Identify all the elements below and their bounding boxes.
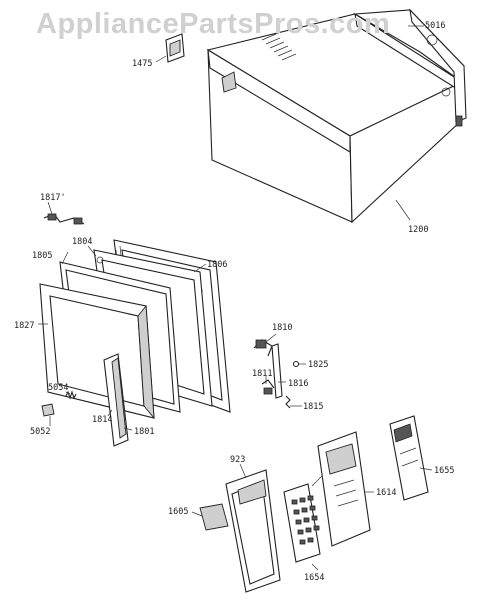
label-1654: 1654 <box>304 573 324 583</box>
label-1827: 1827 <box>14 321 34 331</box>
label-1614: 1614 <box>376 488 396 498</box>
label-1817: 1817' <box>40 193 66 203</box>
label-1816: 1816 <box>288 379 308 389</box>
label-1814: 1814 <box>92 415 112 425</box>
label-5052: 5052 <box>30 427 50 437</box>
label-1804: 1804 <box>72 237 92 247</box>
label-1825: 1825 <box>308 360 328 370</box>
label-1605: 1605 <box>168 507 188 517</box>
control-board-part[interactable] <box>317 431 371 547</box>
label-1815: 1815 <box>303 402 323 412</box>
back-panel-part[interactable] <box>353 8 467 127</box>
label-1811: 1811 <box>252 369 272 379</box>
label-923: 923 <box>230 455 245 465</box>
keypad-part[interactable] <box>283 469 331 563</box>
label-1475: 1475 <box>132 59 152 69</box>
spring-part-1815[interactable] <box>285 395 291 409</box>
watermark: AppliancePartsPros.com <box>36 8 391 40</box>
hinge-part-1817[interactable] <box>43 213 85 225</box>
switch-part-1811[interactable] <box>261 379 275 395</box>
door-handle-part[interactable] <box>103 353 129 447</box>
bracket-part-1475[interactable] <box>165 33 185 63</box>
label-5016: 5016 <box>425 21 445 31</box>
part-labels: 5016 1475 1200 1817' 1804 1805 1806 1827… <box>14 21 454 583</box>
outer-case-part[interactable] <box>206 12 464 224</box>
interlock-bar-1816[interactable] <box>271 343 283 399</box>
label-1655: 1655 <box>434 466 454 476</box>
label-5054: 5054 <box>48 383 68 393</box>
leader-lines <box>38 25 433 571</box>
display-window-part[interactable] <box>199 503 229 531</box>
latch-part-5052[interactable] <box>41 403 55 417</box>
label-1200: 1200 <box>408 225 428 235</box>
switch-part-1825[interactable] <box>292 360 300 368</box>
label-1806: 1806 <box>207 260 227 270</box>
control-panel-frame-part[interactable] <box>225 469 281 593</box>
circuit-board-part[interactable] <box>389 415 429 501</box>
door-front-part[interactable] <box>39 283 155 420</box>
interlock-lever-1810[interactable] <box>253 339 273 357</box>
label-1801: 1801 <box>134 427 154 437</box>
label-1805: 1805 <box>32 251 52 261</box>
label-1810: 1810 <box>272 323 292 333</box>
